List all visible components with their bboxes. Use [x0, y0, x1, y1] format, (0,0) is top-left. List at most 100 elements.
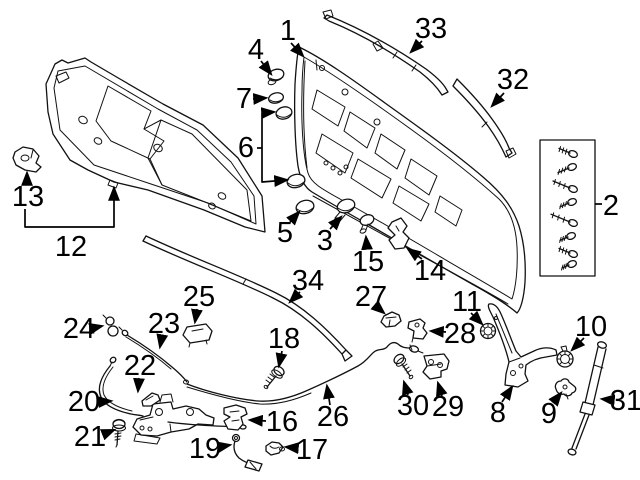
part-label-19-release-lever[interactable]: 19: [189, 433, 221, 465]
grommet-11-drawing: [479, 322, 497, 340]
part-34-leader-line: [288, 288, 304, 304]
part-22-leader-line: [133, 377, 145, 394]
part-label-15-plug[interactable]: 15: [352, 246, 384, 278]
part-18-leader-line: [275, 350, 288, 369]
part-label-29-bracket[interactable]: 29: [432, 391, 464, 423]
part-15-leader-line: [361, 234, 373, 251]
hardware-kit-box-drawing: [539, 139, 596, 277]
part-label-13-clip[interactable]: 13: [12, 181, 44, 213]
part-label-30-bolt[interactable]: 30: [397, 390, 429, 422]
part-label-12-hood-insulator-pad[interactable]: 12: [55, 231, 87, 263]
hood-hinge-drawing: [487, 303, 558, 388]
part-label-11-grommet[interactable]: 11: [452, 286, 482, 318]
part-20-leader-line: [97, 396, 114, 408]
part-25-leader-line: [191, 308, 203, 325]
gas-lift-support-drawing: [567, 341, 608, 456]
part-23-leader-line: [156, 333, 169, 350]
screw-icon: [550, 212, 579, 228]
part-14-leader-line: [405, 247, 423, 262]
plug-7-drawing: [267, 92, 285, 104]
bolt-30-drawing: [393, 353, 414, 380]
bracket-29-drawing: [422, 353, 450, 380]
part-32-leader-line: [490, 92, 506, 108]
part-6-leader-line: [261, 148, 290, 187]
release-cable-23-drawing: [118, 326, 188, 383]
clip-13-drawing: [12, 146, 42, 173]
clip-27-drawing: [380, 311, 402, 328]
screw-icon: [558, 146, 579, 159]
part-6-leader-line: [260, 107, 277, 148]
part-label-26-release-cable[interactable]: 26: [317, 401, 349, 433]
part-label-4-bumper-grommet[interactable]: 4: [248, 34, 264, 66]
part-label-3-grommet[interactable]: 3: [317, 225, 333, 257]
part-label-16-latch-striker[interactable]: 16: [266, 406, 298, 438]
hood-insulator-pad-drawing: [45, 57, 266, 233]
part-label-32-side-seal-strip[interactable]: 32: [497, 64, 529, 96]
part-29-leader-line: [436, 380, 448, 397]
part-label-2-hardware-kit-box[interactable]: 2: [603, 190, 619, 222]
part-label-34-weatherstrip[interactable]: 34: [292, 265, 324, 297]
part-label-21-screw[interactable]: 21: [74, 421, 106, 453]
hood-panel-drawing: [293, 46, 526, 314]
part-label-33-front-seal-strip[interactable]: 33: [415, 13, 447, 45]
part-11-leader-line: [468, 310, 484, 326]
part-label-24-clip[interactable]: 24: [63, 313, 95, 345]
latch-striker-drawing: [223, 404, 248, 431]
part-17-leader-line: [283, 442, 300, 455]
release-lever-drawing: [231, 433, 263, 472]
part-10-leader-line: [570, 336, 586, 352]
part-label-6-bumper-set[interactable]: 6: [238, 132, 254, 164]
part-label-17-bumper[interactable]: 17: [296, 434, 328, 466]
part-label-7-plug[interactable]: 7: [236, 83, 252, 115]
screw-icon: [561, 259, 578, 271]
part-4-leader-line: [258, 60, 273, 77]
part-12-leader-line: [24, 185, 120, 228]
part-3-leader-line: [327, 215, 343, 231]
part-30-leader-line: [402, 379, 414, 396]
bumper-6-upper-drawing: [275, 106, 293, 120]
plug-15-drawing: [359, 214, 375, 234]
part-label-22-wedge-clip[interactable]: 22: [124, 350, 156, 382]
screw-icon: [559, 197, 578, 210]
part-26-leader-line: [323, 383, 335, 406]
part-9-leader-line: [548, 391, 563, 407]
grommet-3-drawing: [333, 198, 356, 223]
part-label-5-bumper[interactable]: 5: [277, 217, 293, 249]
screw-icon: [559, 231, 577, 243]
part-label-1-hood-panel[interactable]: 1: [280, 15, 296, 47]
wedge-clip-drawing: [141, 392, 161, 407]
part-label-28-bracket[interactable]: 28: [444, 318, 476, 350]
screw-icon: [557, 162, 578, 175]
part-label-20-release-cable[interactable]: 20: [68, 386, 100, 418]
screw-icon: [558, 246, 579, 259]
grommet-10-drawing: [556, 345, 574, 368]
bracket-25-drawing: [182, 323, 213, 348]
part-label-31-gas-lift-support[interactable]: 31: [610, 385, 640, 417]
part-label-10-grommet[interactable]: 10: [575, 311, 607, 343]
bracket-clip-14-drawing: [387, 217, 410, 250]
part-label-9-clip[interactable]: 9: [541, 398, 557, 430]
part-5-leader-line: [286, 210, 301, 226]
side-seal-strip-drawing: [452, 78, 517, 159]
part-label-23-release-cable[interactable]: 23: [148, 308, 180, 340]
part-28-leader-line: [428, 325, 447, 338]
part-1-leader-line: [289, 42, 305, 58]
clip-24-drawing: [102, 314, 119, 337]
part-21-leader-line: [99, 429, 117, 441]
part-24-leader-line: [88, 322, 105, 335]
part-label-25-bracket[interactable]: 25: [183, 281, 215, 313]
part-27-leader-line: [370, 300, 386, 315]
part-label-27-clip[interactable]: 27: [355, 281, 387, 313]
part-8-leader-line: [499, 384, 514, 403]
screw-icon: [552, 179, 579, 194]
weatherstrip-drawing: [142, 235, 353, 362]
part-label-8-hood-hinge[interactable]: 8: [490, 397, 506, 429]
part-label-18-bolt[interactable]: 18: [268, 323, 300, 355]
fastener-icons: [550, 146, 579, 271]
bracket-28-drawing: [407, 318, 428, 343]
part-label-14-bracket-clip[interactable]: 14: [414, 255, 446, 287]
part-7-leader-line: [252, 93, 269, 105]
part-31-leader-line: [599, 394, 616, 407]
bumper-grommet-4-drawing: [267, 68, 285, 86]
